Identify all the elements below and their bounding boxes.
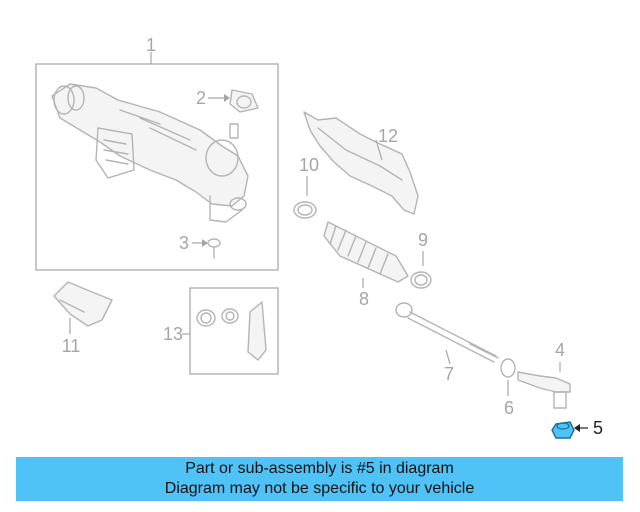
jam-nut[interactable] [500, 358, 516, 378]
banner-line-2: Diagram may not be specific to your vehi… [164, 480, 475, 497]
arrow-3 [202, 239, 208, 247]
callout-3[interactable]: 3 [179, 233, 189, 253]
heat-shield[interactable] [303, 111, 419, 215]
callout-11[interactable]: 11 [62, 336, 81, 356]
arrow-5 [574, 424, 580, 432]
callout-1[interactable]: 1 [146, 35, 156, 55]
callout-5[interactable]: 5 [593, 418, 603, 438]
callout-13[interactable]: 13 [163, 324, 183, 344]
callout-6[interactable]: 6 [504, 398, 514, 418]
rack-boot[interactable] [323, 221, 409, 283]
mounting-bolt[interactable] [207, 238, 221, 259]
banner-line-1: Part or sub-assembly is #5 in diagram [185, 460, 454, 477]
repair-kit-frame [189, 287, 279, 375]
tie-rod-end-nut[interactable] [551, 421, 575, 439]
mount-bushing[interactable] [229, 89, 259, 113]
gear-cover[interactable] [53, 281, 113, 327]
outer-tie-rod-end[interactable] [517, 371, 571, 409]
callout-4[interactable]: 4 [555, 340, 565, 360]
steering-gear-rack[interactable] [51, 83, 249, 223]
callout-2[interactable]: 2 [196, 88, 206, 108]
leader-7 [445, 349, 451, 365]
callout-7[interactable]: 7 [444, 364, 454, 384]
callout-8[interactable]: 8 [359, 289, 369, 309]
boot-clamp-large[interactable] [293, 201, 317, 219]
boot-clamp-small[interactable] [410, 271, 432, 289]
leader-12 [375, 139, 383, 161]
callout-12[interactable]: 12 [378, 126, 398, 146]
inner-tie-rod[interactable] [395, 302, 499, 363]
arrow-2 [224, 94, 230, 102]
info-banner: Part or sub-assembly is #5 in diagram Di… [16, 457, 623, 501]
repair-kit[interactable] [196, 301, 267, 361]
steering-gear-frame [35, 63, 279, 271]
callout-9[interactable]: 9 [418, 230, 428, 250]
callout-10[interactable]: 10 [299, 155, 319, 175]
